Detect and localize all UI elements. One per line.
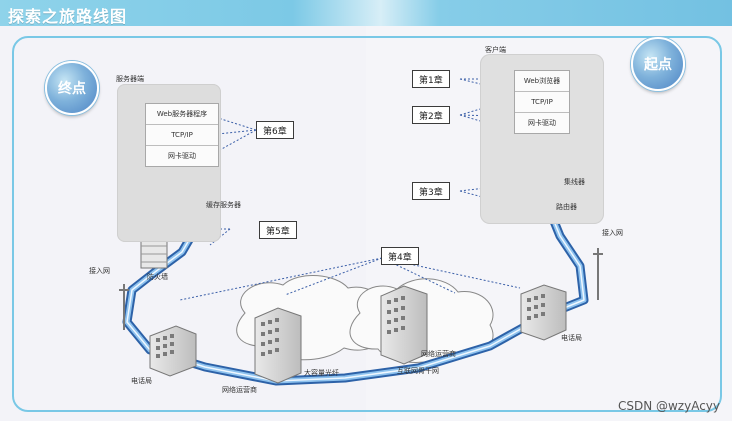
isp-right-label: 网络运营商 (421, 350, 456, 358)
client-layer-tcpip: TCP/IP (515, 92, 569, 113)
building-telecom-left (149, 325, 197, 377)
server-protocol-stack: Web服务器程序 TCP/IP 网卡驱动 (145, 103, 219, 167)
server-layer-tcpip: TCP/IP (146, 125, 218, 146)
page-title: 探索之旅路线图 (8, 7, 128, 26)
chapter-pointers (179, 78, 528, 301)
end-point-badge: 终点 (45, 61, 99, 115)
building-isp-left (254, 307, 302, 384)
fiber-label: 大容量光纤 (304, 369, 339, 377)
building-telecom-right (520, 284, 567, 341)
chapter-2-label: 第2章 (412, 106, 450, 124)
access-net-right-label: 接入网 (602, 229, 623, 237)
chapter-5-label: 第5章 (259, 221, 297, 239)
access-net-left-label: 接入网 (89, 267, 110, 275)
server-caption: 服务器端 (116, 75, 144, 83)
telecom-left-label: 电话局 (131, 377, 152, 385)
client-layer-browser: Web浏览器 (515, 71, 569, 92)
chapter-4-label: 第4章 (381, 247, 419, 265)
server-layer-web: Web服务器程序 (146, 104, 218, 125)
router-label: 路由器 (556, 203, 577, 211)
start-point-badge: 起点 (631, 37, 685, 91)
chapter-1-label: 第1章 (412, 70, 450, 88)
access-pole-right (593, 248, 603, 300)
firewall-label: 防火墙 (147, 273, 168, 281)
isp-left-label: 网络运营商 (222, 386, 257, 394)
backbone-label: 互联网骨干网 (397, 367, 439, 375)
watermark: CSDN @wzyAcyy (617, 399, 720, 413)
chapter-6-label: 第6章 (256, 121, 294, 139)
chapter-3-label: 第3章 (412, 182, 450, 200)
server-layer-nic-driver: 网卡驱动 (168, 152, 196, 160)
hub-label: 集线器 (564, 178, 585, 186)
client-caption: 客户端 (485, 46, 506, 54)
header-bar: 探索之旅路线图 (0, 0, 732, 26)
client-protocol-stack: Web浏览器 TCP/IP 网卡驱动 (514, 70, 570, 134)
roadmap-panel (12, 36, 722, 412)
telecom-right-label: 电话局 (561, 334, 582, 342)
access-pole-left (119, 284, 129, 330)
building-isp-right (380, 285, 428, 365)
cache-server-label: 缓存服务器 (206, 201, 241, 209)
client-layer-nic-driver: 网卡驱动 (528, 119, 556, 127)
